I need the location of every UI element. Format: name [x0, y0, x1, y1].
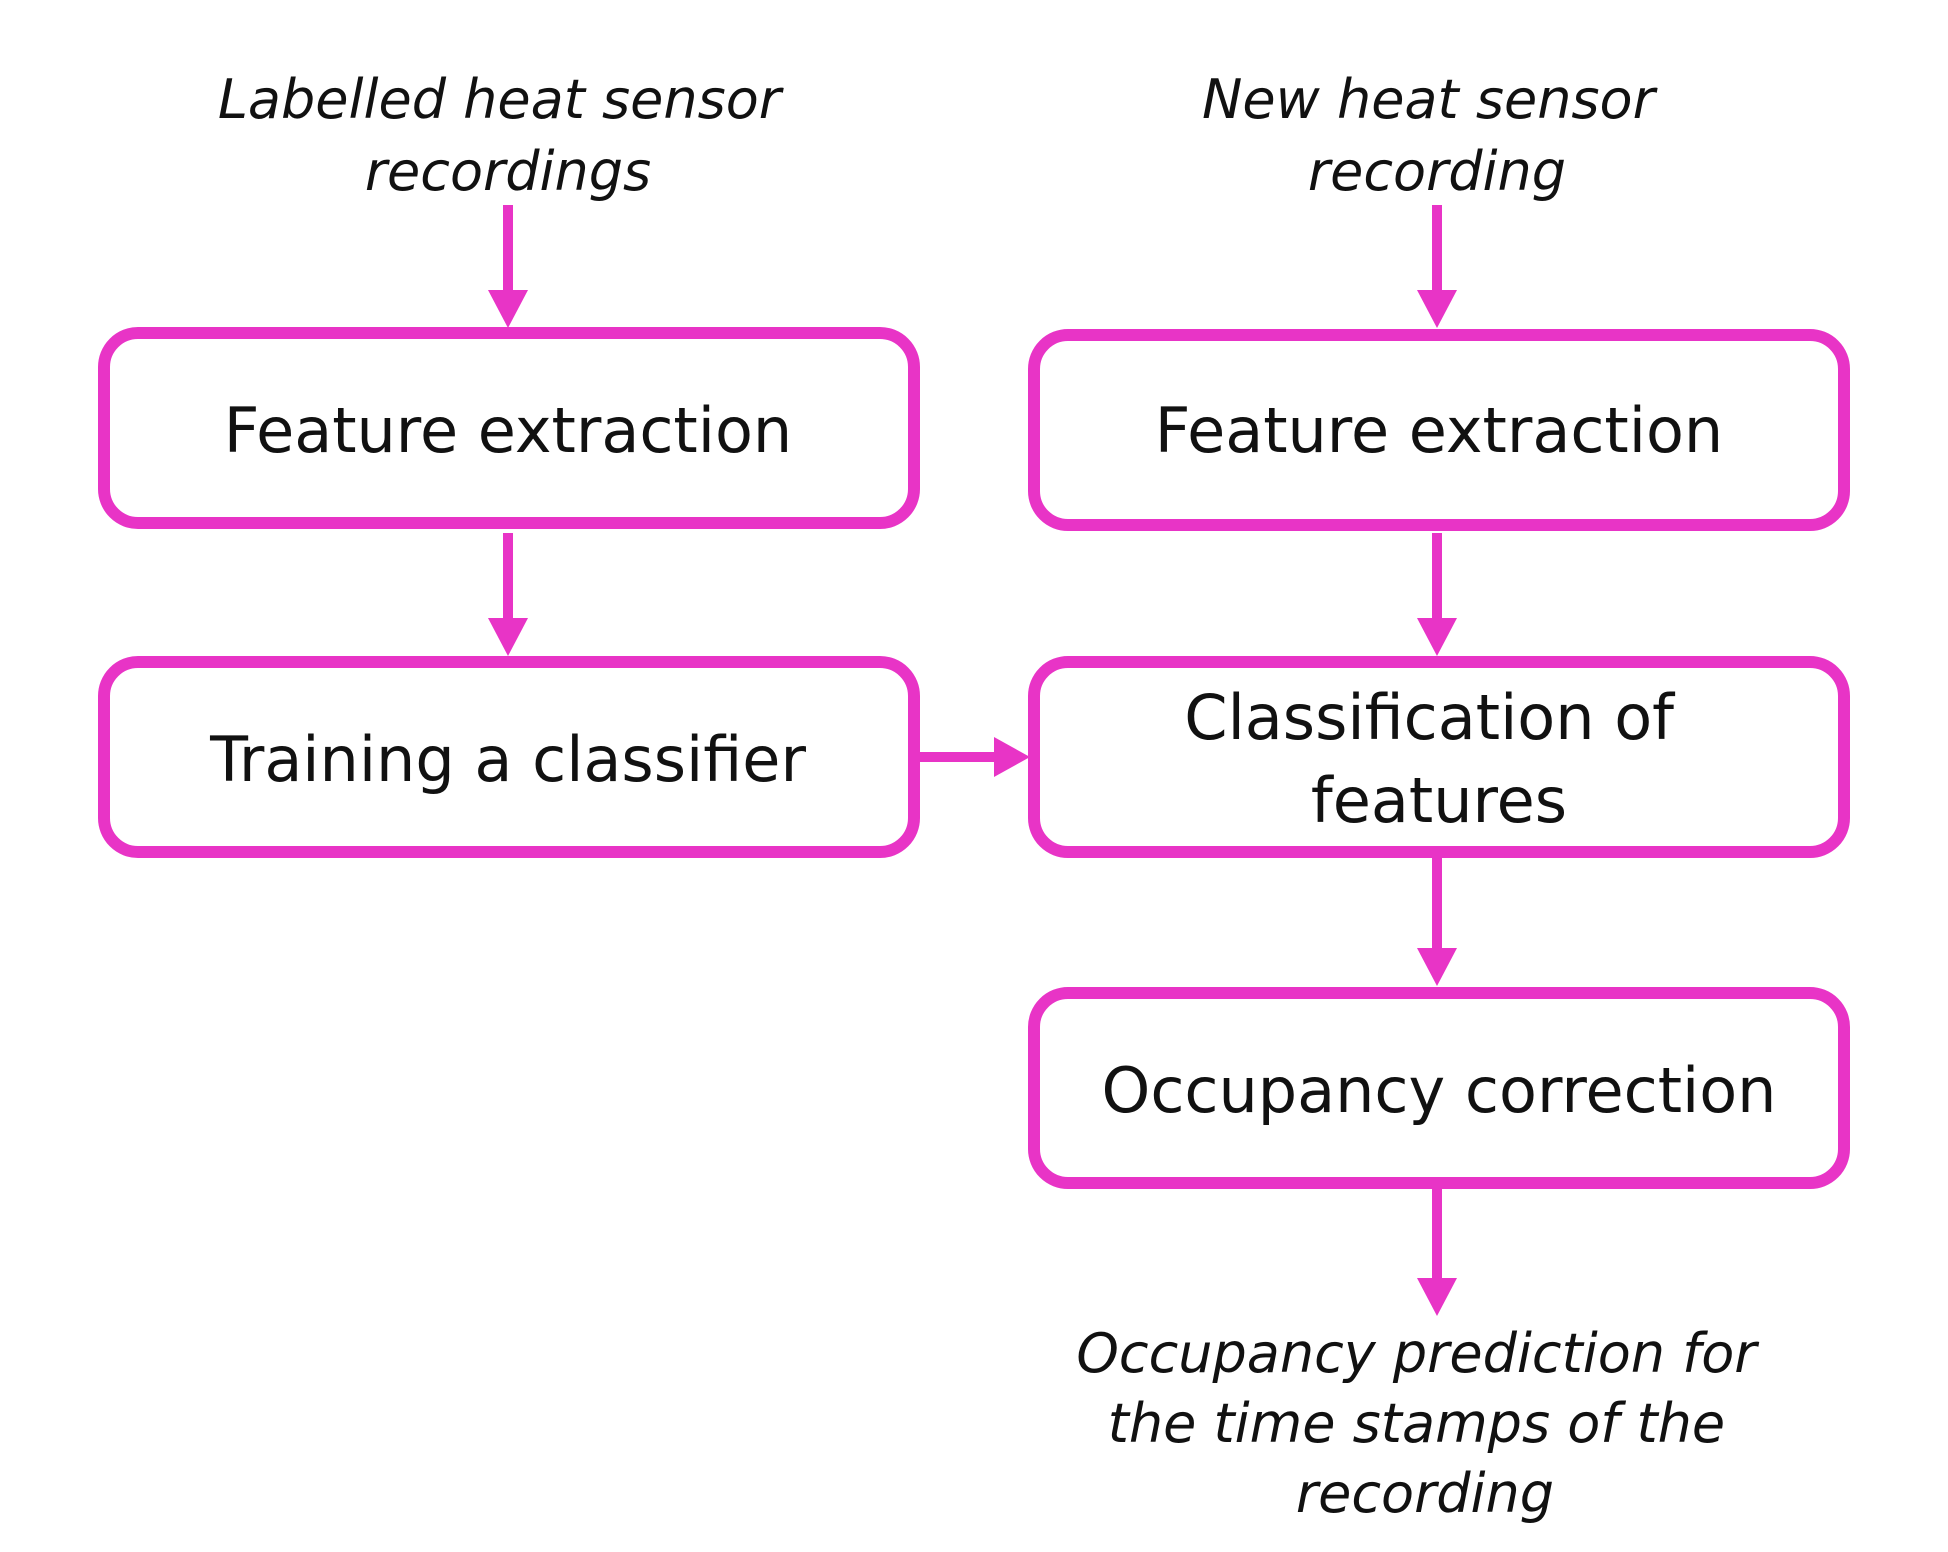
training-input-line1: Labelled heat sensor — [218, 68, 784, 131]
arrow-correction-to-output — [1417, 1187, 1457, 1316]
box-new-feature-extraction-label: Feature extraction — [1155, 394, 1723, 467]
output-label: Occupancy prediction for the time stamps… — [1076, 1322, 1773, 1525]
output-line2: the time stamps of the — [1108, 1392, 1725, 1455]
arrow-new-input-to-feature — [1417, 205, 1457, 328]
box-classification-label: Classification of features — [1184, 681, 1693, 837]
box-train-feature-extraction: Feature extraction — [98, 327, 920, 529]
output-line3: recording — [1296, 1462, 1554, 1525]
new-input-line2: recording — [1308, 140, 1566, 203]
box-occupancy-correction-label: Occupancy correction — [1102, 1054, 1777, 1127]
box-train-feature-extraction-label: Feature extraction — [224, 394, 792, 467]
new-input-label: New heat sensor recording — [1202, 68, 1672, 203]
box-classification-line1: Classification of — [1184, 681, 1676, 754]
training-input-line2: recordings — [365, 140, 651, 203]
arrow-feature-to-training — [488, 533, 528, 656]
box-classification-line2: features — [1311, 764, 1567, 837]
arrow-training-to-classification — [916, 737, 1030, 777]
box-classification: Classification of features — [1028, 656, 1850, 858]
box-training-classifier-label: Training a classifier — [209, 723, 806, 796]
arrow-classification-to-correction — [1417, 857, 1457, 986]
box-occupancy-correction: Occupancy correction — [1028, 987, 1850, 1189]
output-line1: Occupancy prediction for — [1076, 1322, 1759, 1385]
arrow-training-input-to-feature — [488, 205, 528, 328]
box-new-feature-extraction: Feature extraction — [1028, 329, 1850, 531]
arrow-feature-to-classification — [1417, 533, 1457, 656]
box-training-classifier: Training a classifier — [98, 656, 920, 858]
new-input-line1: New heat sensor — [1202, 68, 1658, 131]
training-input-label: Labelled heat sensor recordings — [218, 68, 798, 203]
